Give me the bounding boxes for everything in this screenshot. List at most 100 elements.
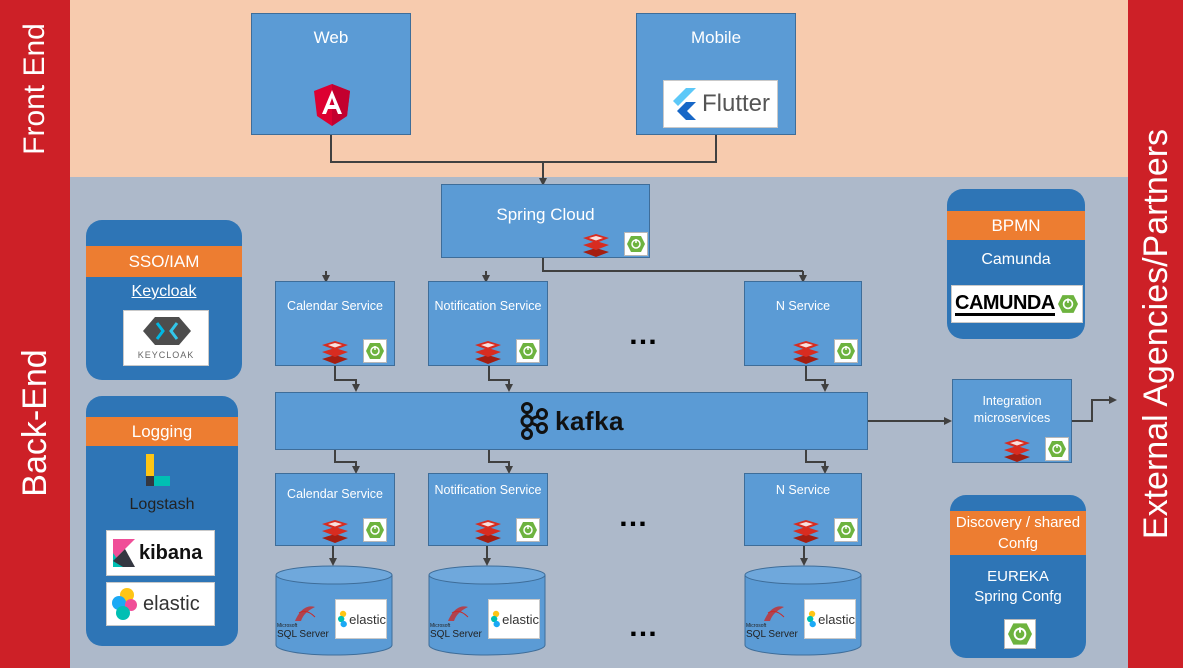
sql-server-icon: [764, 606, 785, 621]
keycloak-title: Keycloak: [131, 283, 197, 300]
camunda-title: Camunda: [981, 251, 1051, 268]
service-label: N Service: [775, 483, 831, 497]
redis-icon: [475, 341, 501, 364]
redis-icon: [322, 341, 348, 364]
back-end-layer-bar: Back-End: [0, 177, 70, 668]
n-service-top: N Service: [744, 281, 862, 366]
mobile-label: Mobile: [690, 28, 742, 47]
sql-server-label: SQL Server: [746, 629, 798, 640]
service-label: Calendar Service: [287, 299, 383, 313]
sql-server-icon: [448, 606, 469, 621]
redis-icon: [793, 341, 819, 364]
logstash-icon: [146, 454, 170, 486]
logstash-label: Logstash: [129, 496, 195, 513]
spring-config-title: Spring Confg: [974, 588, 1062, 605]
external-layer-bar: External Agencies/Partners: [1128, 0, 1183, 668]
spring-boot-icon: [516, 339, 540, 363]
sso-iam-header: SSO/IAM: [86, 246, 242, 277]
sql-server-logo: Microsoft SQL Server: [746, 601, 802, 645]
spring-boot-icon: [834, 339, 858, 363]
notification-service-bottom: Notification Service: [428, 473, 548, 546]
angular-icon: [314, 84, 350, 126]
discovery-panel: Discovery / shared Confg EUREKA Spring C…: [950, 495, 1086, 658]
bpmn-panel: BPMN Camunda CAMUNDA: [947, 189, 1085, 339]
sso-iam-panel: SSO/IAM Keycloak KEYCLOAK: [86, 220, 242, 380]
kibana-icon: [113, 539, 135, 567]
elastic-logo: elastic: [488, 599, 540, 639]
database-cylinder: Microsoft SQL Server elastic: [275, 565, 393, 657]
spring-boot-icon: [624, 232, 648, 256]
sql-server-small: Microsoft: [746, 623, 767, 629]
sql-server-logo: Microsoft SQL Server: [430, 601, 486, 645]
camunda-text: CAMUNDA: [955, 291, 1055, 316]
logging-panel: Logging Logstash kibana elastic: [86, 396, 238, 646]
kafka-label: kafka: [555, 405, 624, 436]
spring-boot-icon: [1056, 292, 1080, 316]
ellipsis-middle: …: [618, 500, 650, 533]
elastic-label: elastic: [502, 611, 539, 627]
web-label: Web: [313, 28, 349, 47]
sql-server-logo: Microsoft SQL Server: [277, 601, 333, 645]
calendar-service-top: Calendar Service: [275, 281, 395, 366]
redis-icon: [322, 520, 348, 543]
spring-boot-icon: [516, 518, 540, 542]
database-cylinder: Microsoft SQL Server elastic: [428, 565, 546, 657]
spring-boot-icon: [1045, 437, 1069, 461]
keycloak-text: KEYCLOAK: [137, 350, 195, 360]
calendar-service-bottom: Calendar Service: [275, 473, 395, 546]
redis-icon: [583, 234, 609, 257]
kafka-bus: kafka: [275, 392, 868, 450]
elastic-icon: [112, 588, 137, 620]
elastic-icon: [491, 610, 500, 628]
spring-boot-icon: [1004, 619, 1036, 649]
front-end-layer-bar: Front End: [0, 0, 70, 177]
redis-icon: [793, 520, 819, 543]
discovery-header: Discovery / shared Confg: [950, 511, 1086, 555]
elastic-icon: [338, 610, 347, 628]
service-label: Calendar Service: [287, 487, 383, 501]
redis-icon: [1004, 439, 1030, 462]
web-box: Web: [251, 13, 411, 135]
elastic-label: elastic: [143, 592, 200, 615]
elastic-logo: elastic: [335, 599, 387, 639]
ellipsis-bottom: …: [628, 610, 660, 643]
sql-server-label: SQL Server: [277, 629, 329, 640]
n-service-bottom: N Service: [744, 473, 862, 546]
eureka-title: EUREKA: [987, 568, 1049, 585]
redis-icon: [475, 520, 501, 543]
database-cylinder: Microsoft SQL Server elastic: [744, 565, 862, 657]
elastic-icon: [807, 610, 816, 628]
service-label: Notification Service: [434, 299, 542, 313]
spring-boot-icon: [363, 518, 387, 542]
flutter-icon: [673, 88, 696, 120]
spring-cloud-box: Spring Cloud: [441, 184, 650, 258]
frontend-connector: [330, 135, 717, 163]
keycloak-logo: KEYCLOAK: [123, 310, 209, 366]
service-label: N Service: [775, 299, 831, 313]
elastic-label: elastic: [349, 611, 386, 627]
sql-server-small: Microsoft: [430, 623, 451, 629]
keycloak-icon: [143, 317, 191, 345]
ellipsis-top: …: [628, 318, 660, 351]
camunda-logo: CAMUNDA: [951, 285, 1083, 323]
elastic-logo: elastic: [804, 599, 856, 639]
kibana-label: kibana: [139, 541, 203, 564]
service-label: Notification Service: [434, 483, 542, 497]
integration-microservices-box: Integration microservices: [952, 379, 1072, 463]
kibana-logo: kibana: [106, 530, 215, 576]
bpmn-header: BPMN: [947, 211, 1085, 240]
elastic-logo: elastic: [106, 582, 215, 626]
front-end-band: [0, 0, 1128, 177]
kafka-icon: [520, 402, 548, 440]
spring-cloud-label: Spring Cloud: [496, 205, 595, 224]
spring-boot-icon: [363, 339, 387, 363]
integration-label: Integration microservices: [973, 394, 1051, 425]
mobile-box: Mobile Flutter: [636, 13, 796, 135]
notification-service-top: Notification Service: [428, 281, 548, 366]
flutter-text: Flutter: [702, 90, 771, 117]
sql-server-small: Microsoft: [277, 623, 298, 629]
sql-server-label: SQL Server: [430, 629, 482, 640]
logging-header: Logging: [86, 417, 238, 446]
elastic-label: elastic: [818, 611, 855, 627]
